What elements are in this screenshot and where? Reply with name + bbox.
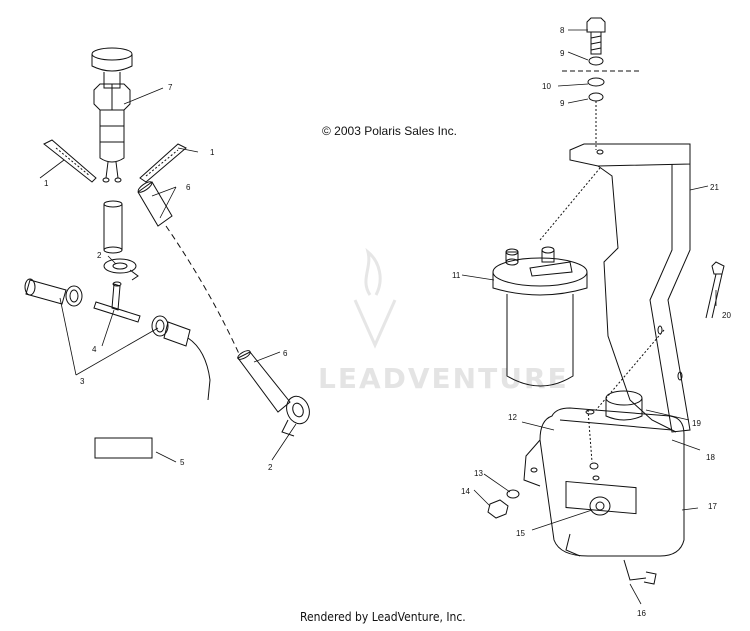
lock-washer-lower <box>588 92 604 102</box>
watermark-logo <box>353 247 397 349</box>
callout-14: 14 <box>461 487 470 496</box>
callout-20: 20 <box>722 311 731 320</box>
hose-clamp-right <box>151 315 169 337</box>
callout-15: 15 <box>516 529 525 538</box>
footer-credit: Rendered by LeadVenture, Inc. <box>300 610 466 624</box>
cable-tie-right <box>139 143 187 183</box>
callout-5: 5 <box>180 458 185 467</box>
callout-13: 13 <box>474 469 483 478</box>
vent-fittings <box>585 409 600 481</box>
callout-2-lower: 2 <box>268 463 273 472</box>
hose-clamp-left <box>65 285 83 307</box>
screw-part <box>705 261 725 319</box>
callout-17: 17 <box>708 502 717 511</box>
callout-12: 12 <box>508 413 517 422</box>
callout-9-lower: 9 <box>560 99 565 108</box>
hose-long-lower <box>237 350 291 413</box>
callout-2-upper: 2 <box>97 251 102 260</box>
callout-1-right: 1 <box>210 148 215 157</box>
fuel-line-right <box>163 321 211 401</box>
fuel-line-left <box>24 278 67 305</box>
washer-small <box>506 489 520 499</box>
t-fitting <box>93 281 141 323</box>
callout-6-upper: 6 <box>186 183 191 192</box>
watermark-text: LEADVENTURE <box>318 362 569 395</box>
fuel-line-dashed <box>165 225 241 357</box>
callout-21: 21 <box>710 183 719 192</box>
callout-7: 7 <box>168 83 173 92</box>
decal-label-part <box>94 437 153 459</box>
flat-washer <box>587 77 605 87</box>
hose-short-left <box>103 200 123 254</box>
callout-1-left: 1 <box>44 179 49 188</box>
bolt-part <box>586 17 606 55</box>
fuel-pump-part <box>492 167 601 387</box>
primer-plunger-part <box>91 47 133 183</box>
callout-4: 4 <box>92 345 97 354</box>
callout-9-upper: 9 <box>560 49 565 58</box>
leader-lines <box>39 29 717 605</box>
oil-reservoir-tank <box>523 390 685 585</box>
mounting-bracket <box>569 143 691 433</box>
lock-washer-upper <box>588 56 604 66</box>
callout-numbers: 7 1 1 6 2 4 3 6 2 5 8 9 10 9 11 21 20 19… <box>44 26 731 618</box>
hose-clip-upper <box>103 258 139 281</box>
callout-3: 3 <box>80 377 85 386</box>
cable-tie-left <box>43 139 97 183</box>
callout-6-lower: 6 <box>283 349 288 358</box>
callout-16: 16 <box>637 609 646 618</box>
copyright-text: © 2003 Polaris Sales Inc. <box>322 124 457 138</box>
callout-11: 11 <box>452 271 461 280</box>
nut-part <box>487 499 509 519</box>
vent-line <box>587 409 593 463</box>
callout-18: 18 <box>706 453 715 462</box>
callout-10: 10 <box>542 82 551 91</box>
callout-19: 19 <box>692 419 701 428</box>
hose-clip-lower <box>281 395 310 437</box>
callout-8: 8 <box>560 26 565 35</box>
hose-short-right <box>137 181 173 227</box>
